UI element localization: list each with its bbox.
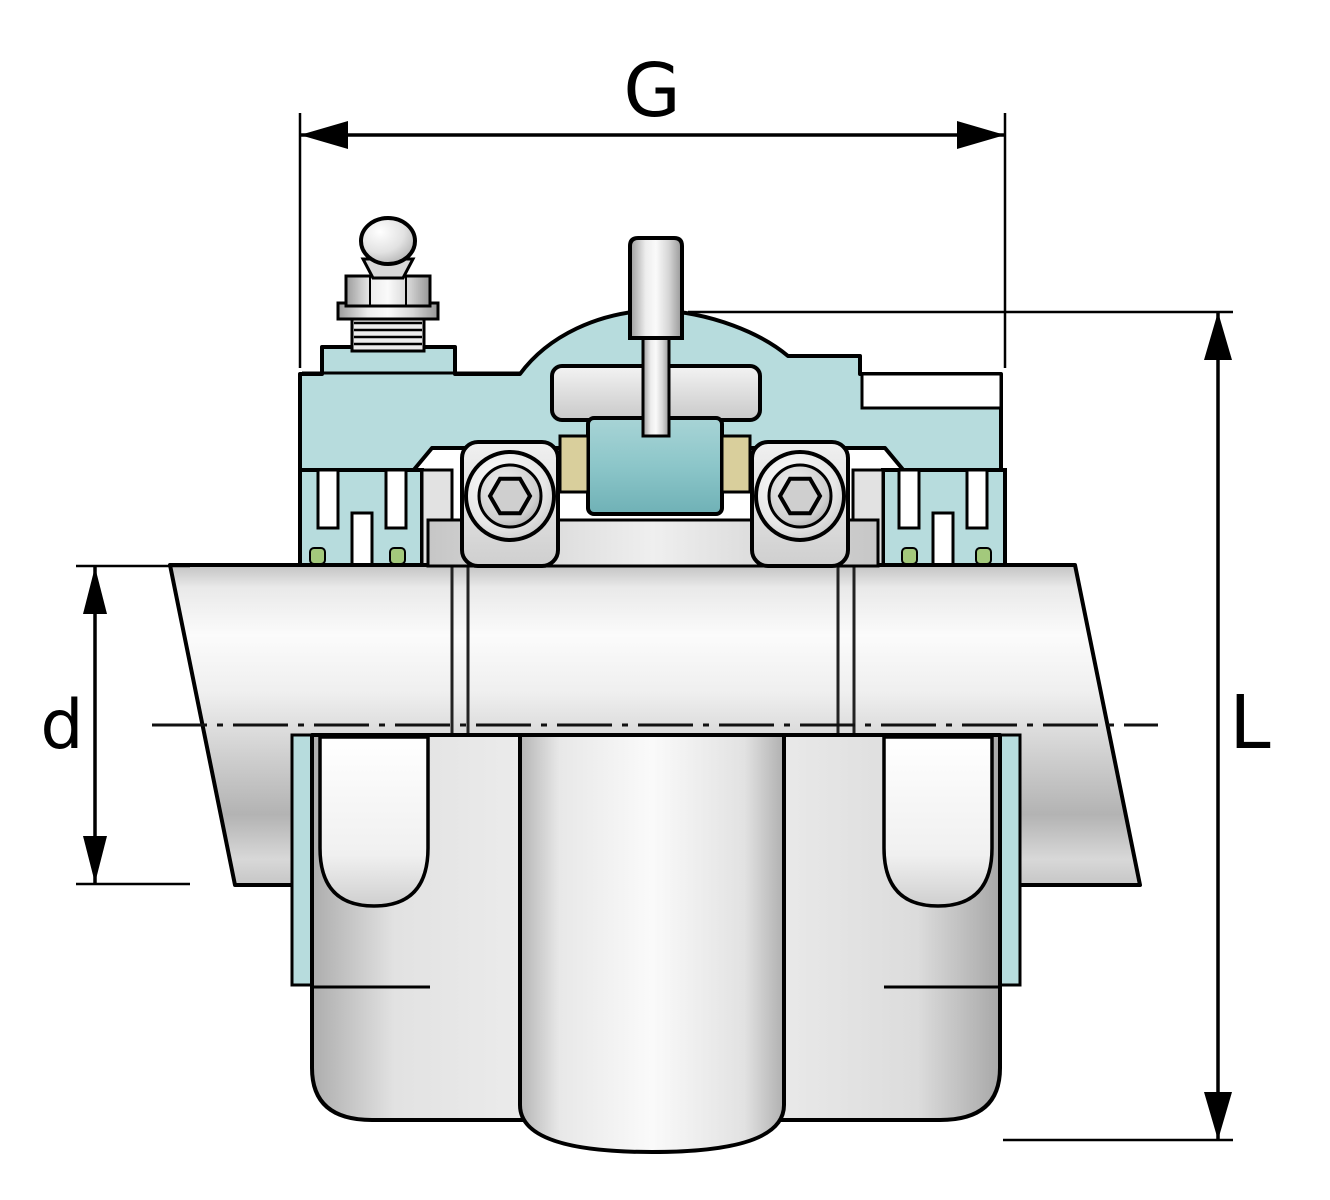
lower-housing bbox=[290, 733, 1022, 1154]
grease-fitting-hex bbox=[344, 274, 432, 308]
relief-arch-left bbox=[318, 735, 430, 908]
l-label: L bbox=[1229, 680, 1270, 766]
dimension-d: d bbox=[40, 564, 190, 886]
teeth-slot bbox=[316, 468, 340, 530]
arrowhead-down-icon bbox=[1204, 1092, 1232, 1140]
seal-ring-green bbox=[901, 547, 918, 565]
cage-spacer-right bbox=[720, 434, 752, 494]
arrowhead-down-icon bbox=[83, 836, 107, 883]
arrowhead-right-icon bbox=[957, 121, 1005, 149]
set-stud bbox=[628, 236, 684, 340]
housing-joint-slot-right bbox=[860, 372, 1003, 410]
dimension-g: G bbox=[298, 48, 1007, 368]
arrowhead-left-icon bbox=[300, 121, 348, 149]
grease-fitting bbox=[336, 216, 440, 353]
teeth-slot bbox=[350, 511, 374, 567]
clamp-screw-left bbox=[460, 440, 560, 568]
dimension-l: L bbox=[688, 310, 1271, 1142]
cage-spacer-left bbox=[558, 434, 590, 494]
arrowhead-up-icon bbox=[1204, 312, 1232, 360]
g-label: G bbox=[623, 48, 680, 134]
clamp-screw-right bbox=[750, 440, 850, 568]
arrowhead-up-icon bbox=[83, 567, 107, 614]
teeth-slot bbox=[931, 511, 955, 567]
housing-center-tongue bbox=[518, 733, 786, 1154]
hex-socket-icon bbox=[777, 476, 823, 516]
locating-pin bbox=[641, 334, 671, 438]
grease-fitting-ball bbox=[359, 216, 417, 266]
teeth-slot bbox=[965, 468, 989, 530]
teeth-slot bbox=[384, 468, 408, 530]
teeth-slot bbox=[897, 468, 921, 530]
relief-arch-right bbox=[882, 735, 994, 908]
hex-socket-icon bbox=[487, 476, 533, 516]
d-label: d bbox=[40, 686, 83, 765]
bearing-assembly bbox=[426, 236, 880, 568]
seal-ring-green bbox=[389, 547, 406, 565]
seal-ring-green bbox=[309, 547, 326, 565]
seal-ring-green bbox=[975, 547, 992, 565]
